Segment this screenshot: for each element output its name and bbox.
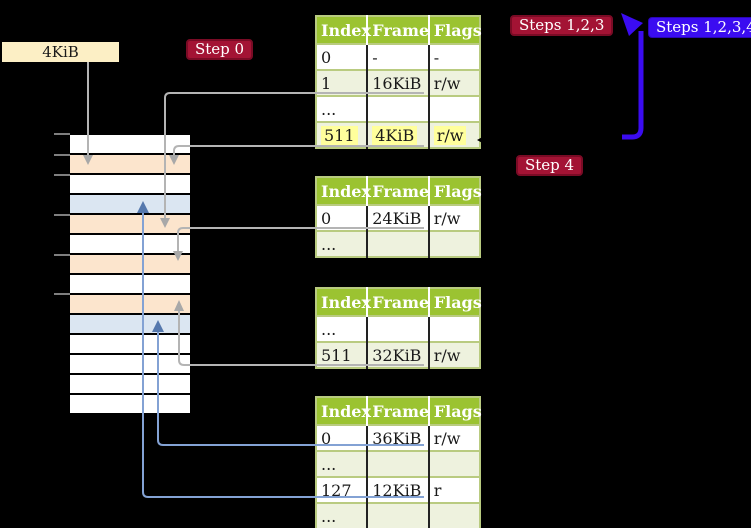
highlighted-value: 511 bbox=[321, 125, 358, 145]
table-cell: 0 bbox=[321, 428, 332, 448]
tick-mark bbox=[54, 293, 70, 295]
column-header-frame: Frame bbox=[366, 288, 429, 316]
table-cell bbox=[366, 316, 429, 342]
column-header-index: Index bbox=[316, 16, 371, 44]
step0-badge: Step 0 bbox=[186, 39, 254, 60]
memory-frame-row-white bbox=[70, 355, 190, 373]
table-cell bbox=[366, 451, 429, 477]
table-cell: r/w bbox=[427, 70, 480, 96]
table-cell bbox=[427, 96, 480, 122]
highlighted-value: 4KiB bbox=[372, 125, 418, 145]
column-header-flags: Flags bbox=[427, 397, 482, 425]
table-row: ... bbox=[316, 503, 480, 528]
table-cell bbox=[427, 231, 480, 257]
table-cell: 4KiB bbox=[366, 122, 429, 148]
table-row: ... bbox=[316, 316, 480, 342]
frame-size-label: 4KiB bbox=[2, 42, 119, 62]
table-cell bbox=[427, 316, 480, 342]
memory-frame-row-white bbox=[70, 395, 190, 413]
column-header-index: Index bbox=[316, 177, 371, 205]
column-header-flags: Flags bbox=[427, 16, 482, 44]
table-row: ... bbox=[316, 451, 480, 477]
memory-frame-row-white bbox=[70, 375, 190, 393]
table-cell: - bbox=[366, 44, 429, 70]
step4-badge: Step 4 bbox=[516, 155, 584, 176]
highlighted-value: r/w bbox=[433, 125, 467, 145]
column-header-frame: Frame bbox=[366, 16, 429, 44]
table-row: ... bbox=[316, 96, 480, 122]
memory-frame-row-white bbox=[70, 335, 190, 353]
column-header-frame: Frame bbox=[366, 397, 429, 425]
tick-mark bbox=[54, 214, 70, 216]
table-cell: r bbox=[427, 477, 480, 503]
column-header-frame: Frame bbox=[366, 177, 429, 205]
table-row: ... bbox=[316, 231, 480, 257]
table-cell: ... bbox=[321, 319, 337, 339]
table-cell: r/w bbox=[427, 205, 480, 231]
steps123-badge: Steps 1,2,3 bbox=[510, 15, 614, 36]
table-row: 0 -- bbox=[316, 44, 480, 70]
table-cell bbox=[366, 503, 429, 528]
table-cell: 511 bbox=[316, 342, 368, 368]
column-header-flags: Flags bbox=[427, 288, 482, 316]
table-cell: ... bbox=[316, 451, 368, 477]
table-cell: 24KiB bbox=[366, 205, 429, 231]
memory-frame-row-peach bbox=[70, 155, 190, 173]
arrowhead-up-left-icon bbox=[621, 13, 643, 36]
column-header-flags: Flags bbox=[427, 177, 482, 205]
table-cell: 127 bbox=[321, 480, 352, 500]
table-cell: 0 bbox=[321, 208, 332, 228]
table-cell: r/w bbox=[427, 122, 480, 148]
table-cell: 12KiB bbox=[366, 477, 429, 503]
column-header-index: Index bbox=[316, 397, 371, 425]
table-cell: - bbox=[427, 44, 480, 70]
table-cell: 1 bbox=[316, 70, 368, 96]
table-cell bbox=[427, 451, 480, 477]
tick-mark bbox=[54, 154, 70, 156]
physical-memory-column bbox=[70, 135, 190, 415]
column-header-index: Index bbox=[316, 288, 371, 316]
table-cell bbox=[366, 231, 429, 257]
table-cell: 32KiB bbox=[366, 342, 429, 368]
table-cell: 36KiB bbox=[366, 425, 429, 451]
memory-frame-row-white bbox=[70, 235, 190, 253]
table-row: 511 4KiB r/w bbox=[316, 122, 480, 148]
table-cell bbox=[366, 96, 429, 122]
table-cell: 511 bbox=[316, 122, 368, 148]
steps1234-badge: Steps 1,2,3,4 bbox=[648, 17, 751, 38]
memory-frame-row-peach bbox=[70, 295, 190, 313]
memory-frame-row-blue bbox=[70, 315, 190, 333]
table-cell: r/w bbox=[427, 425, 480, 451]
tick-mark bbox=[54, 133, 70, 135]
table-cell: r/w bbox=[427, 342, 480, 368]
table-cell: 0 bbox=[321, 47, 332, 67]
tick-mark bbox=[54, 254, 70, 256]
memory-frame-row-blue bbox=[70, 195, 190, 213]
table-cell: 16KiB bbox=[366, 70, 429, 96]
memory-frame-row-white bbox=[70, 275, 190, 293]
table-cell: ... bbox=[316, 503, 368, 528]
table-cell: ... bbox=[321, 99, 337, 119]
memory-frame-row-peach bbox=[70, 255, 190, 273]
table-cell bbox=[427, 503, 480, 528]
memory-frame-row-peach bbox=[70, 215, 190, 233]
table-cell: ... bbox=[316, 231, 368, 257]
memory-frame-row-white bbox=[70, 175, 190, 193]
memory-frame-row-white bbox=[70, 135, 190, 153]
tick-mark bbox=[54, 174, 70, 176]
arrow-steps-loop bbox=[622, 31, 644, 140]
